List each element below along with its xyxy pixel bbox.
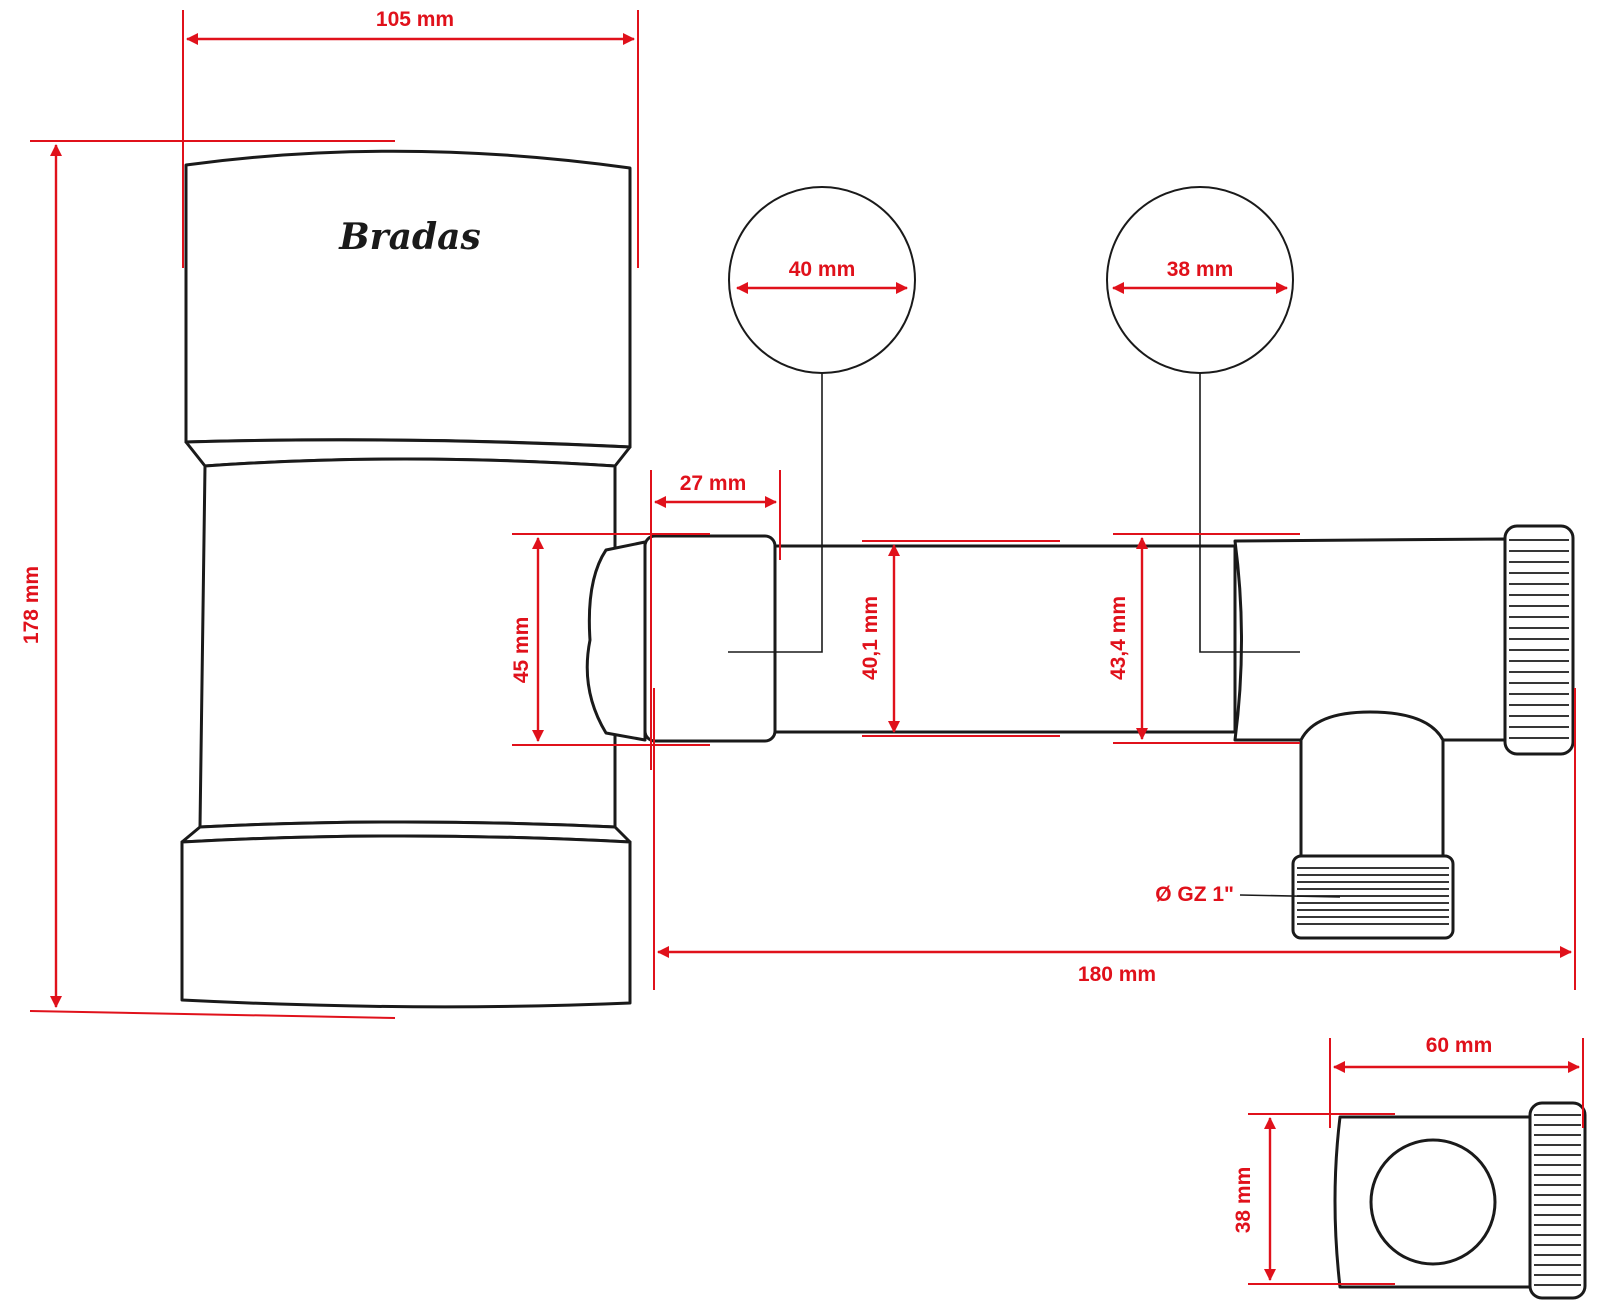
dim-40-1: 40,1 mm [859,540,1060,737]
nut-knurling [1509,539,1569,739]
inlet-ring [643,534,777,743]
dim-105: 105 mm [182,8,639,268]
dim-label-43-4: 43,4 mm [1107,596,1130,680]
drop-outlet [1299,710,1445,860]
threaded-outlet [1291,854,1455,940]
end-view [1333,1101,1587,1300]
dim-label-40-1: 40,1 mm [859,596,882,680]
brand-logo: Bradas [338,216,481,258]
middle-body [198,457,617,829]
thread-leader [1239,894,1341,898]
horizontal-pipe [585,534,1507,860]
dim-label-105: 105 mm [376,8,454,31]
thread-label: Ø GZ 1" [1155,883,1234,906]
dim-label-45: 45 mm [510,617,533,684]
thread-callout: Ø GZ 1" [1155,883,1341,906]
dim-label-178: 178 mm [20,566,43,644]
dim-label-38-top: 38 mm [1167,258,1234,281]
siphon-body [180,149,632,1009]
thread-grooves [1297,867,1449,925]
dim-label-60: 60 mm [1426,1034,1493,1057]
top-cap [184,149,632,449]
end-view-bore [1369,1138,1497,1266]
leader-left [728,373,823,653]
pipe-tube [773,544,1237,734]
dim-178: 178 mm [20,140,396,1019]
detail-right: 38 mm [1106,186,1300,653]
dim-label-40: 40 mm [789,258,856,281]
end-view-knurling [1534,1114,1581,1286]
right-sleeve [1233,537,1507,742]
knurled-nut [1503,524,1575,756]
dim-43-4: 43,4 mm [1107,533,1300,744]
dim-38-end: 38 mm [1232,1113,1395,1285]
leader-right [1199,373,1300,653]
dim-45: 45 mm [510,533,710,746]
end-view-nut [1528,1101,1587,1300]
ext-178-bottom [29,1010,396,1019]
dim-label-27: 27 mm [680,472,747,495]
pipe-collar [585,540,647,742]
detail-left: 40 mm [728,186,916,653]
dim-27: 27 mm [650,470,781,770]
dim-label-180: 180 mm [1078,963,1156,986]
dim-label-38-end: 38 mm [1232,1167,1255,1234]
dim-180: 180 mm [653,688,1576,990]
nut-body [1503,524,1575,756]
bottom-cap [180,834,632,1009]
